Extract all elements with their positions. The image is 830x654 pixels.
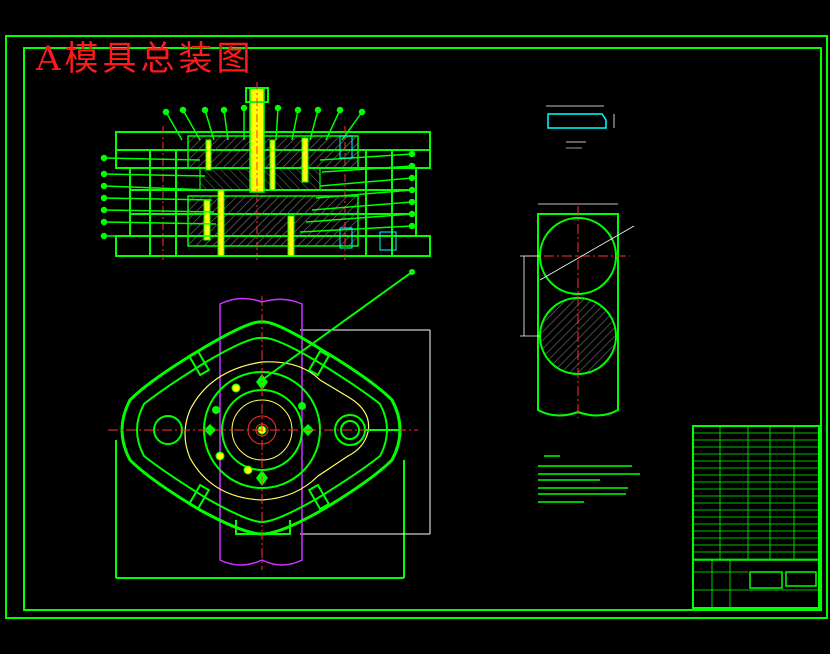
leader-left-6 [103, 221, 217, 225]
leader-left-4 [103, 197, 213, 201]
bolt-3 [287, 215, 295, 257]
leader-top-3 [204, 109, 215, 141]
screw-detail-1 [339, 135, 353, 159]
slot-bottom-right [307, 483, 331, 511]
leader-right-6 [305, 213, 413, 223]
leader-left-5 [103, 209, 215, 213]
leader-left-3 [103, 185, 211, 191]
bolt-2 [217, 189, 225, 257]
screw-small-1 [212, 406, 220, 414]
leader-top-8 [309, 109, 319, 141]
leader-top-4 [223, 109, 229, 141]
leader-right-1 [319, 153, 413, 161]
slot-top-left [187, 349, 211, 377]
leader-right-4 [315, 189, 413, 199]
screw-diamond-left [204, 424, 216, 436]
die-plate-outline [120, 320, 402, 536]
inner-border [23, 47, 822, 611]
plan-pin-3 [243, 465, 253, 475]
outer-border [5, 35, 828, 619]
pin-1 [205, 139, 212, 171]
guide-post-right [365, 149, 393, 257]
die-plate-notch [235, 520, 291, 535]
leader-top-2 [182, 109, 201, 141]
drawing-frame [5, 35, 828, 619]
strip-dim-leader [539, 225, 635, 281]
right-hole-inner [340, 420, 360, 440]
mold-section-view [100, 82, 431, 260]
strip-layout-view [520, 203, 635, 418]
blank-profile [219, 297, 303, 566]
leader-top-6 [275, 107, 279, 141]
screw-small-2 [298, 402, 306, 410]
screw-detail-3 [379, 231, 397, 251]
part-outline [184, 361, 370, 501]
section-leader-dot [409, 269, 415, 275]
leader-right-3 [319, 177, 413, 187]
leader-right-7 [299, 225, 413, 233]
leader-right-5 [311, 201, 413, 211]
part-detail-view [546, 105, 615, 149]
pin-2 [269, 139, 276, 191]
slot-bottom-left [187, 483, 211, 511]
part-detail-profile [547, 113, 607, 129]
leader-left-2 [103, 173, 206, 177]
bolt-4 [301, 137, 309, 183]
plan-pin-2 [215, 451, 225, 461]
die-plate-inner [136, 336, 388, 524]
slot-top-right [307, 349, 331, 377]
drawing-title: A模具总装图 [36, 39, 255, 79]
technical-notes [538, 455, 640, 503]
leader-right-2 [321, 165, 413, 173]
die-block-hatch [187, 195, 359, 247]
plan-pin-1 [231, 383, 241, 393]
leader-top-7 [291, 109, 299, 141]
title-block [692, 425, 820, 609]
mold-plan-view [108, 269, 431, 579]
leader-top-10 [341, 111, 363, 141]
leader-left-1 [103, 157, 201, 161]
title-block-name-cell [749, 571, 783, 589]
leader-top-1 [165, 111, 183, 141]
bolt-1 [203, 199, 211, 241]
section-leader [261, 271, 413, 381]
leader-top-9 [325, 109, 341, 141]
screw-detail-2 [339, 227, 353, 249]
title-block-code-cell [785, 571, 817, 587]
